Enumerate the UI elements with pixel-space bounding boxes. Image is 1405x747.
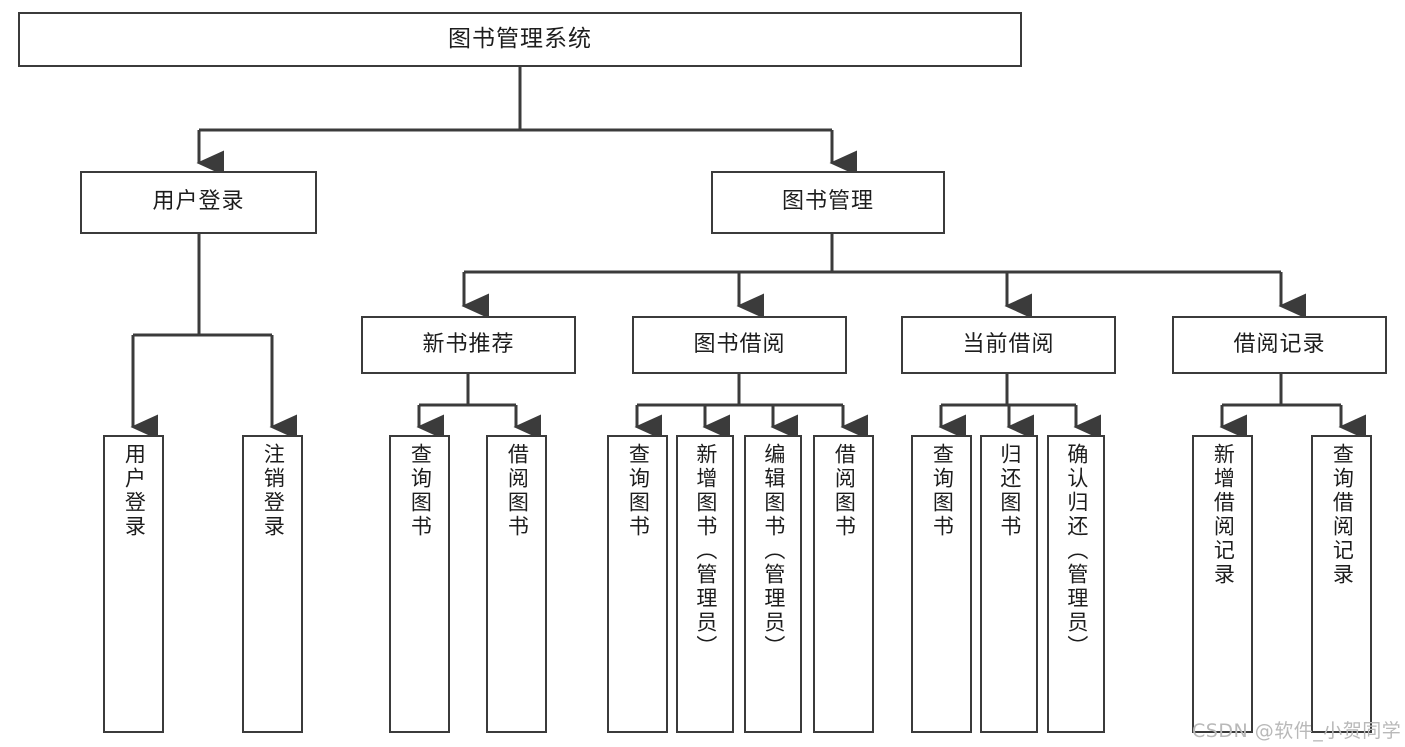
node-user-login[interactable]: 用户登录 [80, 171, 317, 234]
leaf-query-book-rec[interactable]: 查询图书 [389, 435, 450, 733]
leaf-query-book-current[interactable]: 查询图书 [911, 435, 972, 733]
node-label: 图书管理系统 [448, 25, 592, 52]
csdn-watermark: CSDN @软件_小贺同学 [1192, 720, 1402, 742]
node-borrow-record[interactable]: 借阅记录 [1172, 316, 1387, 374]
node-label: 查询图书 [408, 443, 433, 539]
node-label: 查询图书 [626, 443, 651, 539]
node-label: 新增借阅记录 [1211, 443, 1236, 587]
leaf-borrow-book[interactable]: 借阅图书 [813, 435, 874, 733]
node-label: 确认归还（管理员） [1064, 443, 1089, 659]
node-label: 用户登录 [152, 189, 245, 215]
node-book-manage[interactable]: 图书管理 [711, 171, 945, 234]
node-current-borrow[interactable]: 当前借阅 [901, 316, 1116, 374]
node-new-book-rec[interactable]: 新书推荐 [361, 316, 576, 374]
leaf-query-record[interactable]: 查询借阅记录 [1311, 435, 1372, 733]
leaf-borrow-book-rec[interactable]: 借阅图书 [486, 435, 547, 733]
node-label: 查询借阅记录 [1330, 443, 1355, 587]
leaf-query-book-borrow[interactable]: 查询图书 [607, 435, 668, 733]
node-label: 借阅图书 [505, 443, 530, 539]
node-label: 编辑图书（管理员） [761, 443, 786, 659]
node-label: 新增图书（管理员） [693, 443, 718, 659]
node-label: 借阅图书 [832, 443, 857, 539]
leaf-confirm-return[interactable]: 确认归还（管理员） [1047, 435, 1105, 733]
leaf-user-login[interactable]: 用户登录 [103, 435, 164, 733]
node-label: 新书推荐 [422, 331, 515, 357]
node-label: 图书借阅 [693, 331, 786, 357]
node-label: 借阅记录 [1233, 331, 1326, 357]
node-book-borrow[interactable]: 图书借阅 [632, 316, 847, 374]
node-label: 注销登录 [261, 443, 286, 539]
leaf-add-book[interactable]: 新增图书（管理员） [676, 435, 734, 733]
node-label: 当前借阅 [962, 331, 1055, 357]
node-label: 归还图书 [997, 443, 1022, 539]
node-label: 用户登录 [122, 443, 147, 539]
node-root-system[interactable]: 图书管理系统 [18, 12, 1022, 67]
leaf-return-book[interactable]: 归还图书 [980, 435, 1038, 733]
leaf-logout[interactable]: 注销登录 [242, 435, 303, 733]
leaf-edit-book[interactable]: 编辑图书（管理员） [744, 435, 802, 733]
node-label: 查询图书 [930, 443, 955, 539]
leaf-add-record[interactable]: 新增借阅记录 [1192, 435, 1253, 733]
node-label: 图书管理 [781, 189, 874, 215]
